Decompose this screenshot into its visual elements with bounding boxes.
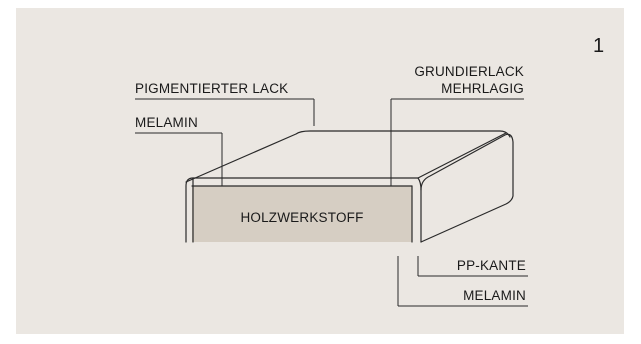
core-panel [192, 186, 412, 242]
label-pigmentierter-lack: PIGMENTIERTER LACK [135, 81, 288, 96]
label-grundierlack: GRUNDIERLACK [414, 64, 524, 79]
top-surface-right-edge [417, 132, 507, 179]
right-edge-profile [411, 177, 422, 243]
diagram-panel [16, 8, 624, 334]
label-mehrlagig: MEHRLAGIG [441, 81, 524, 96]
label-melamin-top: MELAMIN [135, 115, 198, 130]
label-pp-kante: PP-KANTE [457, 258, 526, 273]
right-side-face [420, 133, 514, 243]
figure-number: 1 [593, 35, 604, 57]
core-label: HOLZWERKSTOFF [240, 210, 363, 225]
label-melamin-bottom: MELAMIN [463, 288, 526, 303]
left-edge-profile [185, 177, 194, 243]
top-surface-outline [185, 130, 511, 183]
